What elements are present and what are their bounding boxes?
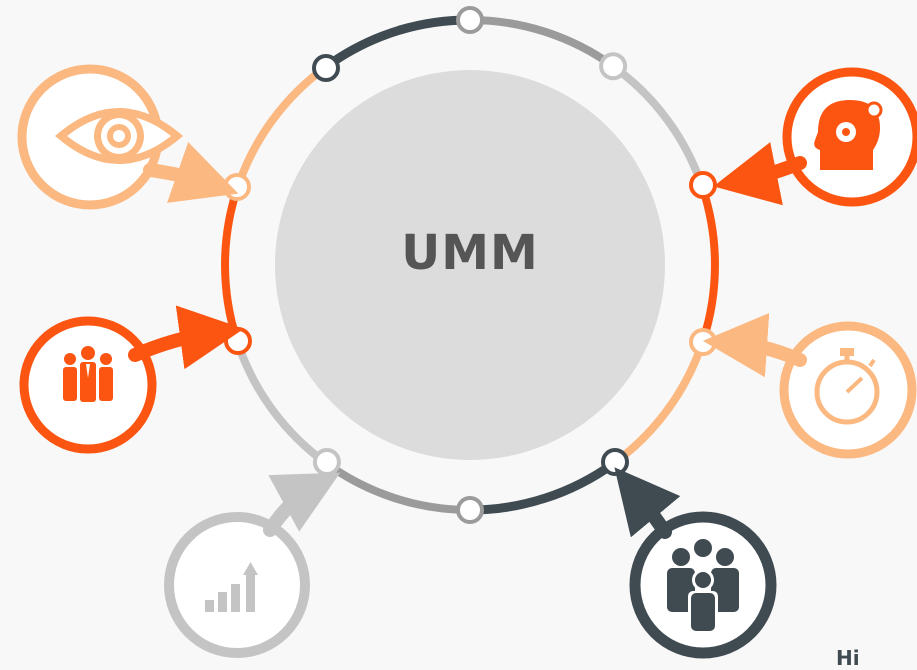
eye-callout bbox=[17, 64, 239, 210]
brain-callout bbox=[713, 67, 917, 207]
ring-node-top-left bbox=[312, 54, 340, 82]
ring-node-bottom-right bbox=[601, 448, 629, 476]
group-callout bbox=[614, 467, 777, 659]
growth-callout bbox=[164, 472, 341, 658]
ring-node-bottom-left bbox=[312, 448, 341, 476]
business-team-icon bbox=[63, 346, 113, 402]
center-disc bbox=[275, 70, 665, 460]
ring-arc-dark-bottom-right bbox=[465, 459, 618, 515]
ring-arc-orange-right bbox=[699, 185, 719, 345]
center-label: UMM bbox=[401, 225, 539, 281]
ring-node-right-upper bbox=[689, 171, 717, 199]
ring-node-top-right bbox=[599, 52, 628, 81]
eye-icon bbox=[55, 108, 183, 164]
ring-arc-orange-left bbox=[221, 185, 241, 345]
growth-chart-icon bbox=[205, 562, 258, 612]
stopwatch-icon bbox=[814, 348, 880, 425]
ring-arc-peach-upper-left bbox=[233, 62, 331, 194]
ring-arc-peach-lower-right bbox=[609, 336, 707, 468]
timer-callout bbox=[702, 313, 917, 459]
ring-arc-grey-bottom bbox=[322, 459, 474, 514]
ring-node-left-upper bbox=[223, 173, 251, 201]
ring-node-right-lower bbox=[689, 328, 717, 356]
ring-arc-grey-top-right bbox=[466, 16, 618, 71]
corner-mark: Hi bbox=[836, 646, 860, 670]
team-callout bbox=[19, 305, 244, 454]
people-group-icon bbox=[667, 539, 739, 631]
ring-node-left-lower bbox=[224, 327, 252, 355]
brain-gear-icon bbox=[814, 100, 883, 170]
ring-node-top bbox=[456, 6, 484, 34]
ring-node-bottom bbox=[456, 496, 484, 524]
